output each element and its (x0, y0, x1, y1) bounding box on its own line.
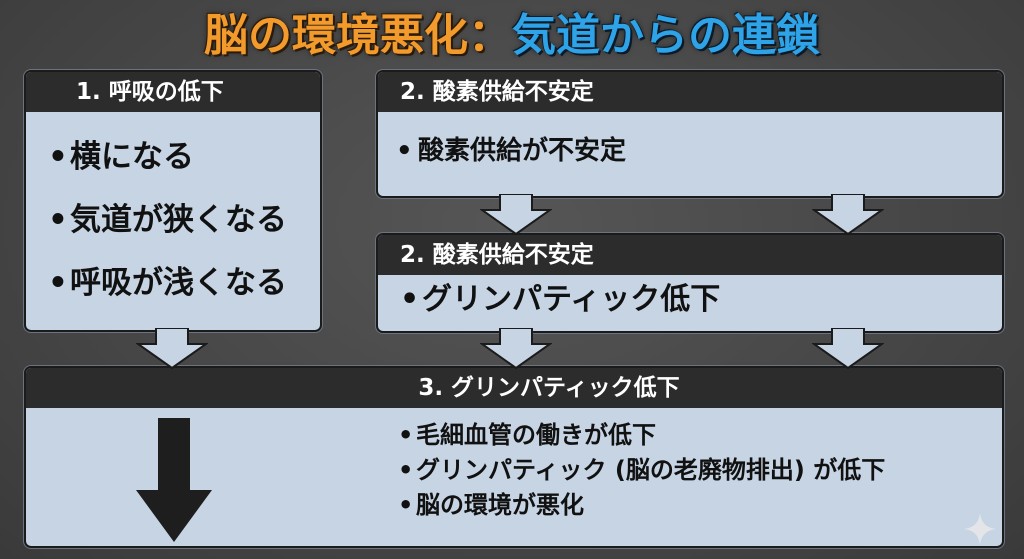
bullet-item: 気道が狭くなる (48, 189, 320, 252)
page-title: 脳の環境悪化：気道からの連鎖 (0, 6, 1024, 66)
big-down-arrow-icon (136, 418, 212, 542)
box-glymphatic-decline: 3. グリンパティック低下 毛細血管の働きが低下 グリンパティック (脳の老廃物… (24, 366, 1004, 548)
box-header: 2. 酸素供給不安定 (378, 235, 1002, 275)
title-part-blue: 気道からの連鎖 (512, 10, 820, 61)
box-header: 2. 酸素供給不安定 (378, 72, 1002, 112)
bullet-list: グリンパティック低下 (378, 281, 1002, 319)
flow-arrow-down (812, 194, 884, 236)
flow-arrow-down (480, 328, 552, 370)
box-oxygen-unstable-glymphatic: 2. 酸素供給不安定 グリンパティック低下 (376, 233, 1004, 333)
sparkle-icon (964, 513, 996, 545)
box-header: 1. 呼吸の低下 (26, 72, 320, 112)
flow-arrow-down (136, 328, 208, 370)
bullet-item: 脳の環境が悪化 (398, 488, 885, 523)
bullet-item: 横になる (48, 126, 320, 189)
bullet-list: 酸素供給が不安定 (378, 134, 1002, 168)
bullet-list: 横になる 気道が狭くなる 呼吸が浅くなる (26, 126, 320, 315)
title-part-orange: 脳の環境悪化： (204, 10, 512, 61)
bullet-item: グリンパティック (脳の老廃物排出) が低下 (398, 453, 885, 488)
bullet-item: 酸素供給が不安定 (396, 134, 1002, 168)
flow-arrow-down (480, 194, 552, 236)
bullet-item: グリンパティック低下 (400, 281, 1002, 319)
flow-arrow-down (812, 328, 884, 370)
box-oxygen-unstable: 2. 酸素供給不安定 酸素供給が不安定 (376, 70, 1004, 198)
box-breathing-decline: 1. 呼吸の低下 横になる 気道が狭くなる 呼吸が浅くなる (24, 70, 322, 332)
bullet-list: 毛細血管の働きが低下 グリンパティック (脳の老廃物排出) が低下 脳の環境が悪… (398, 418, 885, 523)
bullet-item: 毛細血管の働きが低下 (398, 418, 885, 453)
box-header: 3. グリンパティック低下 (26, 368, 1002, 408)
bullet-item: 呼吸が浅くなる (48, 252, 320, 315)
